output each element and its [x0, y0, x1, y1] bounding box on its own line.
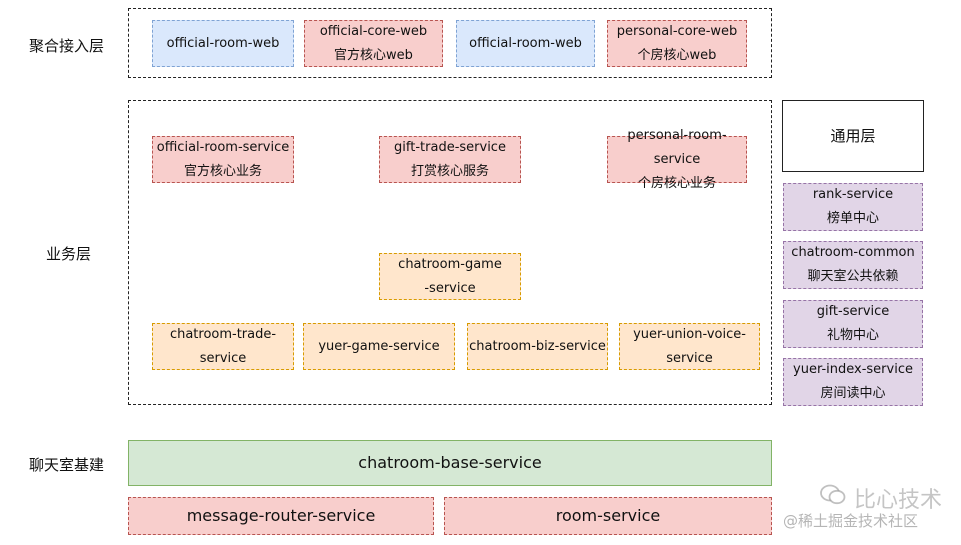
box-text: official-core-web: [319, 23, 428, 39]
official-room-web-box-1: official-room-web: [152, 20, 294, 67]
yuer-index-service-box: yuer-index-service 房间读中心: [783, 358, 923, 406]
box-subtext: 官方核心web: [334, 47, 413, 63]
brand-text: 比心技术: [854, 488, 943, 513]
box-text: official-room-web: [166, 35, 280, 51]
box-text: gift-service: [816, 304, 890, 319]
box-text: chatroom-game: [398, 256, 502, 272]
box-text: chatroom-biz-service: [469, 338, 606, 354]
layer-label-chatroom-infra: 聊天室基建: [29, 456, 105, 474]
box-text: -service: [424, 280, 476, 296]
box-text: chatroom-trade-: [169, 326, 277, 342]
box-text: yuer-union-voice-: [633, 326, 746, 342]
box-text: gift-trade-service: [394, 139, 506, 155]
box-text: rank-service: [812, 187, 894, 202]
room-service-box: room-service: [444, 497, 772, 535]
box-text: official-room-web: [469, 35, 582, 51]
official-room-service-box: official-room-service 官方核心业务: [152, 136, 294, 183]
box-text: message-router-service: [186, 506, 376, 525]
yuer-game-service-box: yuer-game-service: [303, 323, 455, 370]
box-subtext: 打赏核心服务: [410, 163, 489, 179]
chatroom-trade-service-box: chatroom-trade- service: [152, 323, 294, 370]
layer-label-aggregation: 聚合接入层: [29, 37, 105, 55]
yuer-union-voice-service-box: yuer-union-voice- service: [619, 323, 760, 370]
box-text: yuer-index-service: [793, 362, 913, 377]
aggregation-layer-group: [128, 8, 772, 78]
common-layer-title: 通用层: [782, 100, 924, 172]
chatroom-base-service-box: chatroom-base-service: [128, 440, 772, 486]
official-core-web-box: official-core-web 官方核心web: [304, 20, 443, 67]
box-text: service: [666, 350, 713, 366]
official-room-web-box-2: official-room-web: [456, 20, 595, 67]
business-layer-group: [128, 100, 772, 405]
personal-core-web-box: personal-core-web 个房核心web: [607, 20, 747, 67]
box-subtext: 聊天室公共依赖: [807, 269, 899, 284]
box-subtext: 礼物中心: [826, 328, 879, 343]
box-text: service: [199, 350, 247, 366]
box-text: room-service: [555, 506, 661, 525]
box-text: official-room-service: [156, 139, 290, 155]
credit-watermark: @稀土掘金技术社区: [783, 512, 919, 530]
common-layer-label: 通用层: [830, 127, 876, 145]
gift-service-box: gift-service 礼物中心: [783, 300, 923, 348]
chatroom-game-service-box: chatroom-game -service: [379, 253, 521, 300]
box-subtext: 个房核心业务: [637, 175, 716, 191]
wechat-icon: [820, 484, 846, 512]
box-text: personal-core-web: [616, 23, 738, 39]
box-text: yuer-game-service: [318, 338, 440, 354]
box-subtext: 榜单中心: [826, 211, 879, 226]
gift-trade-service-box: gift-trade-service 打赏核心服务: [379, 136, 521, 183]
box-text: personal-room-: [627, 127, 727, 143]
layer-label-business: 业务层: [46, 245, 92, 263]
chatroom-biz-service-box: chatroom-biz-service: [467, 323, 608, 370]
box-text: service: [653, 151, 701, 167]
rank-service-box: rank-service 榜单中心: [783, 183, 923, 231]
box-subtext: 个房核心web: [637, 47, 717, 63]
brand-watermark: 比心技术: [820, 482, 942, 514]
chatroom-common-box: chatroom-common 聊天室公共依赖: [783, 241, 923, 289]
box-text: chatroom-base-service: [358, 453, 542, 472]
message-router-service-box: message-router-service: [128, 497, 434, 535]
box-text: chatroom-common: [791, 245, 915, 260]
box-subtext: 官方核心业务: [183, 163, 262, 179]
box-subtext: 房间读中心: [820, 386, 886, 401]
personal-room-service-box: personal-room- service 个房核心业务: [607, 128, 747, 191]
